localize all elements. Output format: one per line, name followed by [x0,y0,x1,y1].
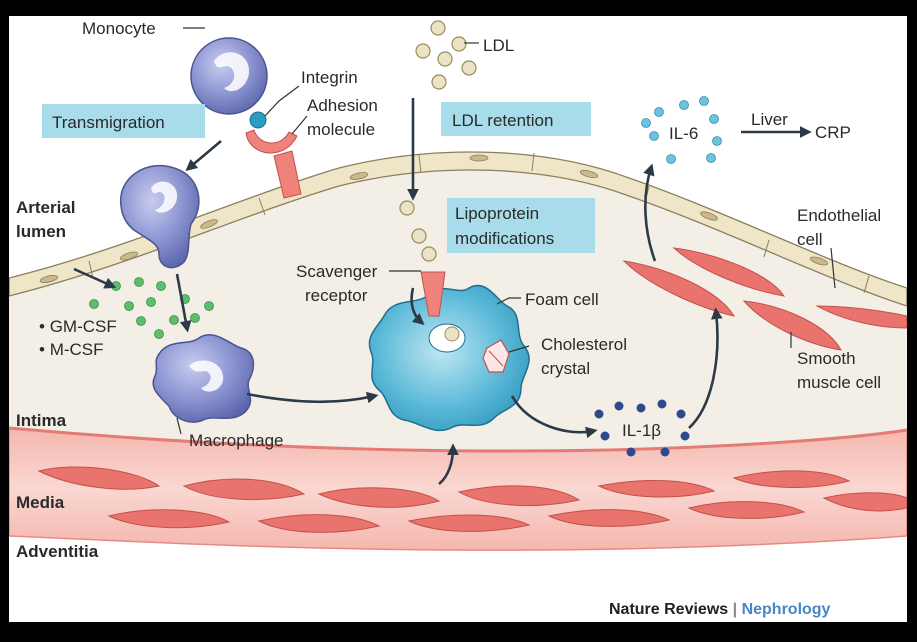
gm-csf-label: • GM-CSF [39,317,117,336]
pathway-arrows [73,98,812,486]
cholesterol-label-2: crystal [541,359,590,378]
smooth-muscle-label-2: muscle cell [797,373,881,392]
arterial-lumen-label: Arterial [16,198,76,217]
intima-smooth-muscle-cells [622,247,907,351]
monocyte-cell [190,37,268,115]
adhesion-label-2: molecule [307,120,375,139]
m-csf-label: • M-CSF [39,340,104,359]
intima-label: Intima [16,411,67,430]
liver-label: Liver [751,110,788,129]
adhesion-label: Adhesion [307,96,378,115]
csf-dots [89,277,214,339]
endothelial-label: Endothelial [797,206,881,225]
figure-panel: Monocyte Integrin Adhesion molecule Tran… [9,16,907,622]
monocyte-label: Monocyte [82,19,156,38]
transmigration-box [42,104,205,138]
il6-label: IL-6 [669,124,698,143]
cholesterol-crystal-icon [482,339,510,373]
arterial-lumen-label-2: lumen [16,222,66,241]
foam-cell-label: Foam cell [525,290,599,309]
il1b-label: IL-1β [622,421,661,440]
crp-label: CRP [815,123,851,142]
macrophage-label: Macrophage [189,431,284,450]
il6-dots [641,96,722,164]
scavenger-label: Scavenger [296,262,378,281]
lipoprotein-box [447,198,595,253]
adhesion-molecule [245,129,302,199]
transmigration-label: Transmigration [52,113,165,132]
integrin-label: Integrin [301,68,358,87]
ldl-particles [399,20,477,262]
scavenger-receptor [420,271,446,317]
adventitia-label: Adventitia [16,542,99,561]
ldl-retention-label: LDL retention [452,111,553,130]
macrophage-cell [152,334,255,423]
atherosclerosis-diagram: Monocyte Integrin Adhesion molecule Tran… [9,19,907,618]
endothelial-nuclei [39,154,829,283]
internal-elastic-lamina [9,426,907,453]
endothelial-label-2: cell [797,230,823,249]
media-smooth-muscle-cells [37,466,907,533]
scavenger-label-2: receptor [305,286,368,305]
lipoprotein-label-2: modifications [455,229,554,248]
leader-lines [176,27,836,435]
ldl-label: LDL [483,36,514,55]
media-label: Media [16,493,65,512]
foam-cell [368,284,530,432]
lipoprotein-label: Lipoprotein [455,204,539,223]
il1b-dots [594,399,690,457]
ldl-retention-box [441,102,591,136]
integrin-dot [249,111,267,129]
transmigrating-monocyte [120,164,200,269]
smooth-muscle-label: Smooth [797,349,856,368]
journal-credit: Nature Reviews | Nephrology [609,601,831,618]
cholesterol-label: Cholesterol [541,335,627,354]
